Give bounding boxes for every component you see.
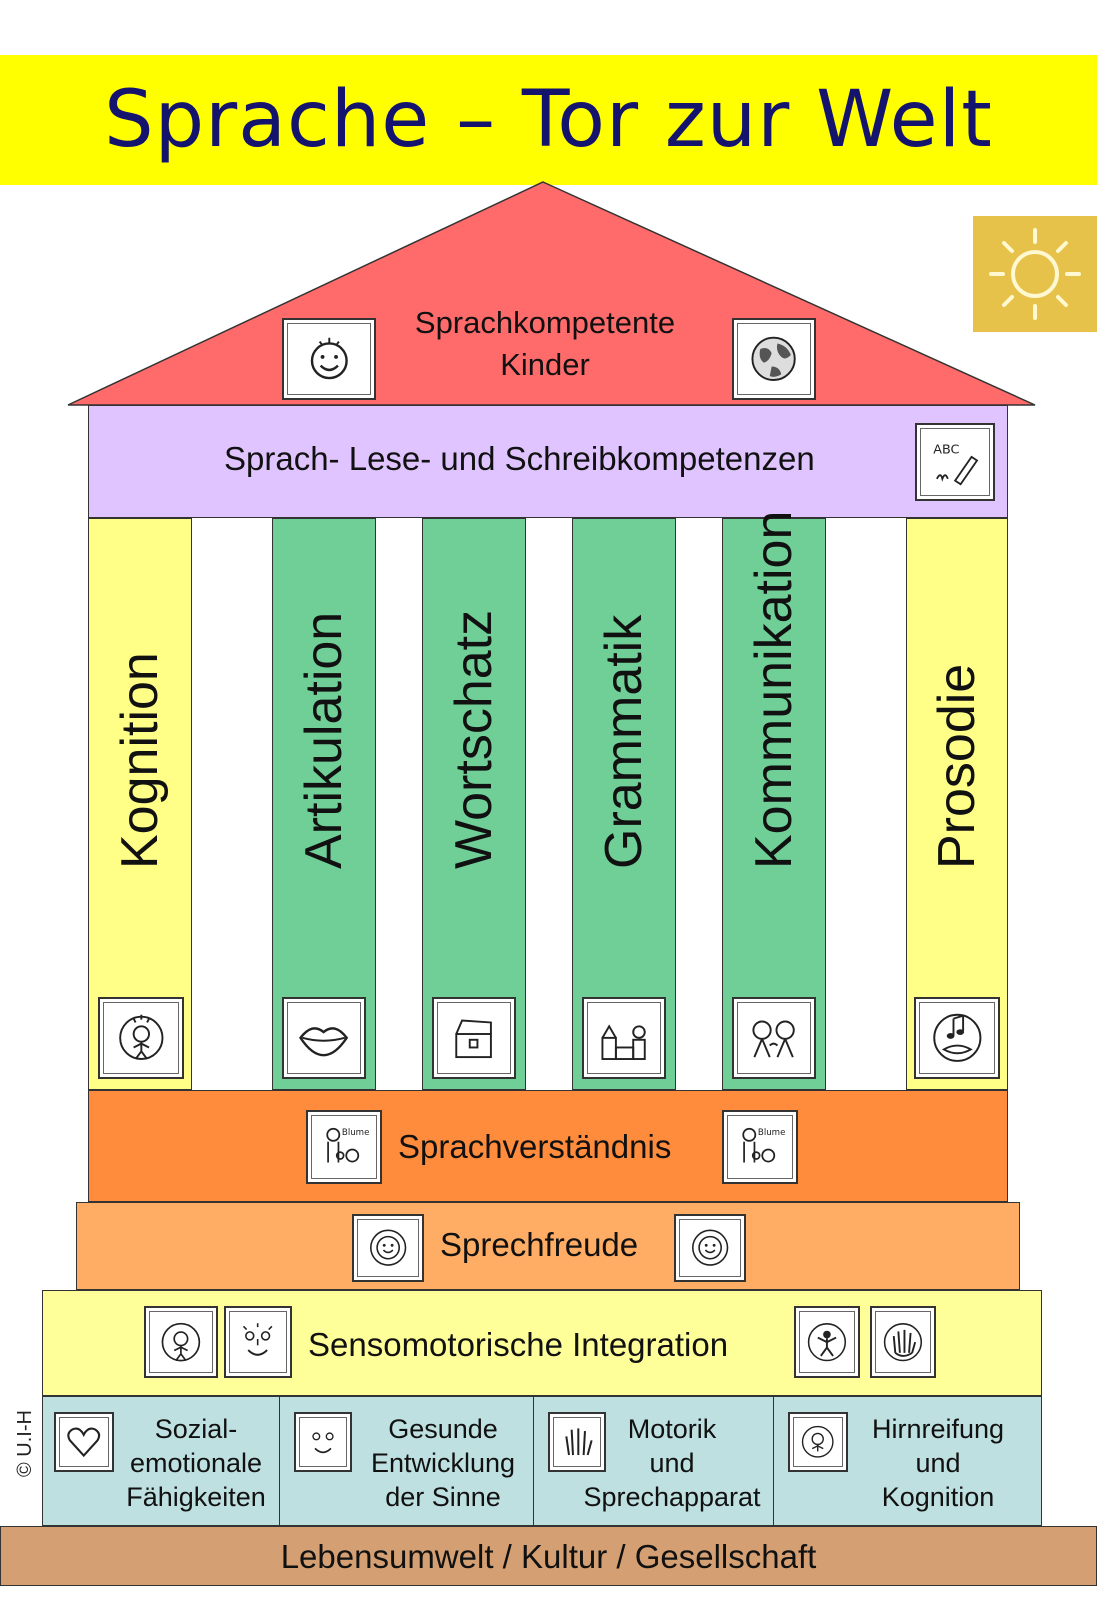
sensing-face-icon xyxy=(224,1306,292,1378)
foundation-line: und xyxy=(915,1448,961,1478)
ground xyxy=(0,1526,1097,1586)
foundation-line: Sozial- xyxy=(154,1414,238,1444)
foundation-label-hirnreifung: Hirnreifung und Kognition xyxy=(850,1412,1026,1514)
happy-face-icon xyxy=(674,1214,746,1282)
foundation-line: Entwicklung xyxy=(370,1448,516,1478)
step-sprachverstaendnis xyxy=(88,1090,1008,1202)
pillar-label: Wortschatz xyxy=(445,609,503,869)
pillar-kognition: Kognition xyxy=(88,518,192,1090)
lips-icon xyxy=(282,997,366,1079)
hand-icon xyxy=(548,1412,606,1472)
copyright: © U.I-H xyxy=(6,1405,46,1485)
children-flower-icon: Blume xyxy=(306,1110,382,1184)
treasure-chest-icon xyxy=(432,997,516,1079)
foundation-cell-sozial xyxy=(42,1396,280,1526)
pillar-kommunikation: Kommunikation xyxy=(722,511,826,1090)
step-sprachverstaendnis-label: Sprachverständnis xyxy=(398,1128,672,1165)
foundation-cell-motorik xyxy=(534,1396,774,1526)
singing-mouth-icon xyxy=(914,997,1000,1079)
roof-label-line2: Kinder xyxy=(500,347,590,382)
page-title: Sprache – Tor zur Welt xyxy=(104,75,993,165)
roof-label: Sprachkompetente Kinder xyxy=(380,302,710,386)
pillar-prosodie: Prosodie xyxy=(906,518,1008,1090)
architrave-label: Sprach- Lese- und Schreibkompetenzen xyxy=(224,440,815,477)
pillar-label: Kognition xyxy=(111,652,169,869)
abc-pencil-icon: ABC xyxy=(915,423,995,501)
foundation-line: und xyxy=(649,1448,695,1478)
foundation-label-sozial: Sozial- emotionale Fähigkeiten xyxy=(116,1412,276,1514)
foundation-line: emotionale xyxy=(129,1448,263,1478)
foundation-line: der Sinne xyxy=(385,1482,501,1512)
foundation-cell-sinne xyxy=(280,1396,534,1526)
pillar-label: Prosodie xyxy=(928,663,986,869)
jumping-child-icon xyxy=(794,1306,860,1378)
roof-label-line1: Sprachkompetente xyxy=(414,305,676,340)
architrave xyxy=(88,405,1008,518)
children-flower-text: Blume xyxy=(342,1128,370,1138)
thinking-child-icon xyxy=(98,997,184,1079)
hand-icon xyxy=(870,1306,936,1378)
foundation-line: Kognition xyxy=(881,1482,995,1512)
foundation-line: Motorik xyxy=(627,1414,717,1444)
copyright-text: © U.I-H xyxy=(14,1410,36,1477)
talking-children-icon xyxy=(732,997,816,1079)
step-sensomotorik-label: Sensomotorische Integration xyxy=(308,1326,729,1363)
step-sprechfreude-label: Sprechfreude xyxy=(440,1226,639,1263)
foundation-label-motorik: Motorik und Sprechapparat xyxy=(572,1412,772,1514)
globe-icon xyxy=(732,318,816,400)
foundation-line: Sprechapparat xyxy=(583,1482,761,1512)
step-sprechfreude xyxy=(76,1202,1020,1290)
children-flower-icon: Blume xyxy=(722,1110,798,1184)
foundation-label-sinne: Gesunde Entwicklung der Sinne xyxy=(356,1412,530,1514)
sun-icon xyxy=(973,216,1097,332)
svg-text:ABC: ABC xyxy=(933,442,959,457)
foundation xyxy=(42,1396,1042,1526)
foundation-line: Fähigkeiten xyxy=(126,1482,266,1512)
pillar-label: Grammatik xyxy=(595,614,653,869)
pillar-wortschatz: Wortschatz xyxy=(422,518,526,1090)
building-blocks-icon xyxy=(582,997,666,1079)
thinking-child-icon xyxy=(788,1412,848,1472)
heart-icon xyxy=(54,1412,114,1472)
title-band xyxy=(0,55,1097,185)
pillar-artikulation: Artikulation xyxy=(272,518,376,1090)
pillar-label: Kommunikation xyxy=(745,510,803,869)
smiling-face-icon xyxy=(282,318,376,400)
happy-face-icon xyxy=(352,1214,424,1282)
foundation-line: Hirnreifung xyxy=(871,1414,1005,1444)
pillar-grammatik: Grammatik xyxy=(572,518,676,1090)
children-flower-text: Blume xyxy=(758,1128,786,1138)
ground-label: Lebensumwelt / Kultur / Gesellschaft xyxy=(280,1538,817,1575)
foundation-line: Gesunde xyxy=(388,1414,498,1444)
sensing-face-icon xyxy=(294,1412,352,1472)
pillar-label: Artikulation xyxy=(295,611,353,869)
thinking-child-icon xyxy=(144,1306,218,1378)
